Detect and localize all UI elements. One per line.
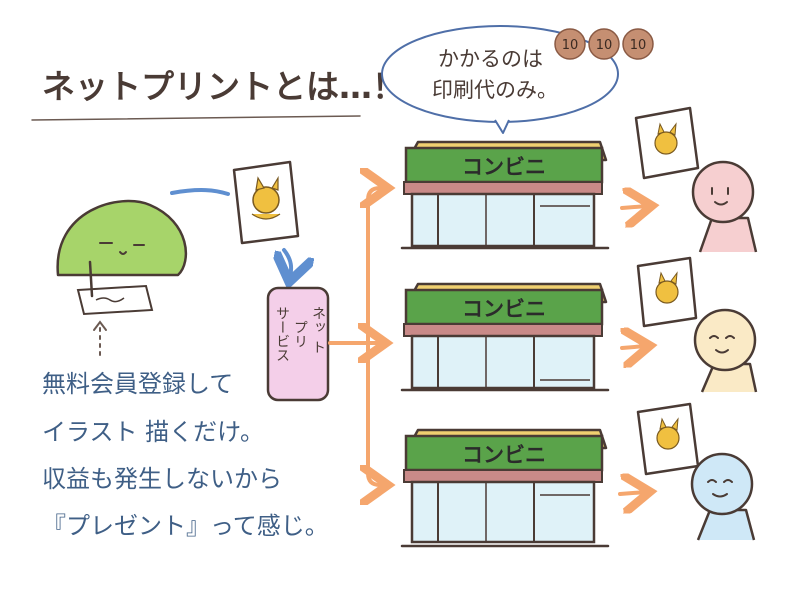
store-1-sign: コンビニ — [462, 155, 546, 179]
orange-arrows-to-people — [618, 206, 648, 494]
orange-branch-arrows — [328, 188, 384, 485]
illustration-printout-3 — [636, 402, 700, 476]
title-underline — [31, 115, 361, 121]
caption-line-1: 無料会員登録して — [42, 370, 233, 398]
caption-line-2: イラスト 描くだけ。 — [42, 418, 264, 446]
netprint-service-box: ネッ ト プリ サービス — [266, 286, 330, 402]
bubble-line-1: かかるのは — [438, 47, 543, 71]
coins: 10 10 10 — [554, 28, 654, 60]
coin-3 — [622, 28, 654, 60]
convenience-store-3: コンビニ — [400, 428, 610, 548]
store-2-sign: コンビニ — [462, 297, 546, 321]
service-label-col3: サービス — [274, 306, 290, 362]
convenience-store-1: コンビニ — [400, 140, 610, 250]
service-label-col1: ネッ — [310, 306, 326, 334]
coin-1 — [554, 28, 586, 60]
illustration-printout-1 — [634, 106, 700, 180]
person-blue — [690, 452, 756, 541]
page-title: ネットプリントとは…！ — [42, 67, 405, 106]
blue-arrow-down — [284, 248, 291, 278]
coin-3-label: 10 — [630, 38, 647, 53]
blue-arrow-top — [170, 188, 230, 196]
service-label-col1b: ト — [310, 340, 326, 354]
bubble-line-2: 印刷代のみ。 — [432, 78, 558, 102]
coin-2 — [588, 28, 620, 60]
service-label-col2: プリ — [292, 320, 308, 348]
caption: 無料会員登録して イラスト 描くだけ。 収益も発生しないから 『プレゼント』って… — [42, 370, 329, 540]
illustration-printout-2 — [636, 256, 698, 328]
illustration-printout-main — [232, 160, 300, 245]
person-pink — [691, 160, 758, 253]
coin-1-label: 10 — [562, 38, 579, 53]
dotted-up-arrow — [93, 320, 107, 356]
green-blob-artist — [56, 199, 188, 316]
caption-line-4: 『プレゼント』って感じ。 — [42, 512, 329, 540]
coin-2-label: 10 — [596, 38, 613, 53]
person-yellow — [693, 308, 758, 393]
caption-line-3: 収益も発生しないから — [42, 465, 282, 493]
convenience-store-2: コンビニ — [400, 282, 610, 392]
store-3-sign: コンビニ — [462, 443, 546, 467]
